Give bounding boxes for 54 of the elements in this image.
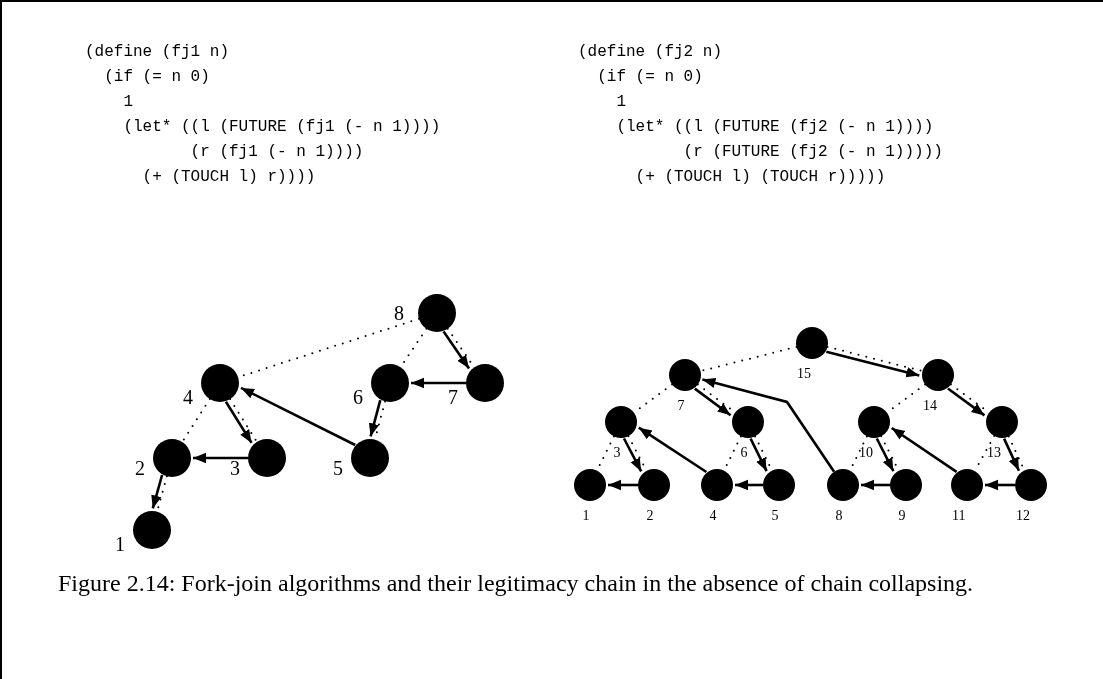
arrow	[240, 386, 356, 447]
code-line: (+ (TOUCH l) r))))	[142, 167, 316, 187]
arrow	[735, 479, 763, 491]
arrow	[749, 438, 768, 472]
node-number: 11	[952, 509, 966, 523]
node-number: 2	[646, 509, 654, 523]
node-number: 3	[230, 458, 240, 478]
arrow	[151, 474, 164, 509]
node-number: 2	[135, 458, 145, 478]
node-number: 7	[677, 399, 685, 413]
node-number: 1	[115, 534, 125, 554]
node-number: 1	[582, 509, 590, 523]
arrow	[224, 401, 253, 444]
node-number: 12	[1016, 509, 1030, 523]
arrow	[368, 399, 382, 437]
node-number: 6	[740, 446, 748, 460]
code-line: (if (= n 0)	[104, 67, 210, 87]
code-line: (define (fj1 n)	[85, 42, 230, 62]
node-number: 4	[183, 387, 193, 407]
arrow	[411, 377, 466, 389]
node-number: 5	[333, 458, 343, 478]
arrow	[193, 452, 248, 464]
code-line: (let* ((l (FUTURE (fj2 (- n 1))))	[616, 117, 934, 137]
node-number: 4	[709, 509, 717, 523]
node-number: 8	[835, 509, 843, 523]
arrow	[890, 426, 958, 473]
arrow	[1002, 438, 1021, 472]
code-line: (r (FUTURE (fj2 (- n 1)))))	[683, 142, 943, 162]
node-number: 6	[353, 387, 363, 407]
arrow	[638, 426, 708, 474]
arrow	[985, 479, 1015, 491]
node-number: 14	[923, 399, 937, 413]
figure-caption: Figure 2.14: Fork-join algorithms and their legitimacy chain in the absence of chain collapsing.	[58, 569, 975, 598]
code-line: (+ (TOUCH l) (TOUCH r)))))	[635, 167, 886, 187]
node-number: 10	[859, 446, 873, 460]
arrow	[608, 479, 638, 491]
code-line: (define (fj2 n)	[578, 42, 723, 62]
code-line: 1	[616, 92, 626, 112]
arrow	[702, 377, 836, 473]
node-number: 7	[448, 387, 458, 407]
arrow	[861, 479, 890, 491]
node-number: 9	[898, 509, 906, 523]
node-number: 13	[987, 446, 1001, 460]
code-line: (r (fj1 (- n 1))))	[190, 142, 364, 162]
node-number: 3	[613, 446, 621, 460]
code-line: (if (= n 0)	[597, 67, 703, 87]
node-number: 8	[394, 303, 404, 323]
node-number: 5	[771, 509, 779, 523]
arrow	[825, 350, 920, 378]
arrow	[622, 437, 643, 472]
code-line: 1	[123, 92, 133, 112]
code-line: (let* ((l (FUTURE (fj1 (- n 1))))	[123, 117, 441, 137]
node-number: 15	[797, 367, 811, 381]
arrow	[875, 437, 895, 472]
